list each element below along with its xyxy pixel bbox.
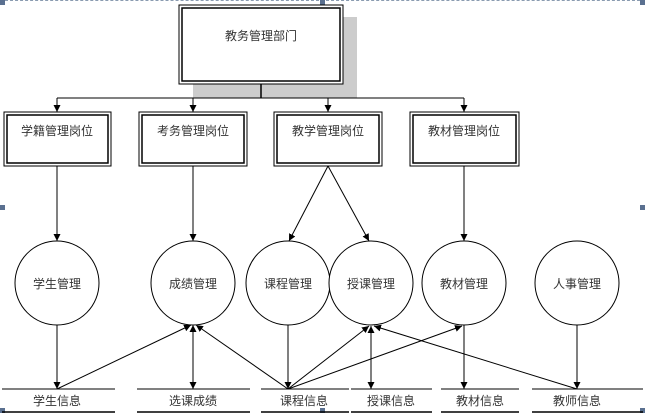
- selection-handle-middle-right[interactable]: [640, 205, 645, 210]
- process-label: 学生管理: [33, 276, 81, 291]
- position-node-3[interactable]: 教学管理岗位: [273, 111, 383, 167]
- position-node-1[interactable]: 学籍管理岗位: [3, 111, 112, 167]
- data-store-3[interactable]: 课程信息: [261, 388, 349, 413]
- data-store-label: 学生信息: [33, 393, 81, 408]
- department-node[interactable]: 教务管理部门: [178, 4, 357, 98]
- edge-p3-c4: [327, 165, 370, 242]
- selection-handle-top-right[interactable]: [640, 0, 645, 5]
- process-node-6[interactable]: 人事管理: [534, 240, 620, 326]
- process-store-edges: [53, 324, 581, 390]
- position-label: 考务管理岗位: [157, 123, 229, 138]
- data-store-label: 选课成绩: [169, 394, 217, 408]
- data-store-5[interactable]: 教材信息: [441, 388, 519, 413]
- process-label: 成绩管理: [169, 276, 217, 291]
- selection-handle-bottom-center[interactable]: [320, 408, 325, 413]
- edge-d3-c2: [195, 324, 289, 390]
- process-node-4[interactable]: 授课管理: [328, 240, 414, 326]
- position-label: 教学管理岗位: [292, 123, 364, 138]
- data-store-4[interactable]: 授课信息: [351, 388, 432, 413]
- selection-handle-top-left[interactable]: [0, 0, 5, 5]
- position-label: 教材管理岗位: [428, 123, 500, 138]
- edge-d3-c5: [287, 325, 463, 390]
- selection-handle-middle-left[interactable]: [0, 205, 5, 210]
- data-store-label: 课程信息: [280, 393, 328, 408]
- process-label: 授课管理: [347, 276, 395, 291]
- edge-d1-c2: [56, 324, 192, 390]
- edge-d6-c4: [373, 324, 578, 390]
- department-connector: [53, 84, 468, 112]
- data-store-6[interactable]: 教师信息: [532, 388, 643, 413]
- selection-handle-top-center[interactable]: [320, 0, 325, 5]
- edge-p3-c3: [288, 165, 329, 242]
- data-store-1[interactable]: 学生信息: [2, 388, 115, 413]
- selection-handle-bottom-right[interactable]: [640, 408, 645, 413]
- selection-handle-bottom-left[interactable]: [0, 408, 5, 413]
- process-node-1[interactable]: 学生管理: [14, 240, 100, 326]
- process-label: 人事管理: [553, 276, 601, 291]
- process-label: 教材管理: [440, 276, 488, 291]
- data-store-label: 教师信息: [553, 393, 601, 408]
- data-store-label: 教材信息: [456, 393, 504, 408]
- process-label: 课程管理: [264, 276, 312, 291]
- process-node-5[interactable]: 教材管理: [421, 240, 507, 326]
- data-store-label: 授课信息: [367, 393, 415, 408]
- position-label: 学籍管理岗位: [21, 123, 93, 138]
- department-label: 教务管理部门: [225, 28, 297, 43]
- process-node-3[interactable]: 课程管理: [245, 240, 331, 326]
- position-node-4[interactable]: 教材管理岗位: [409, 111, 520, 167]
- process-node-2[interactable]: 成绩管理: [150, 240, 236, 326]
- position-process-edges: [53, 165, 468, 242]
- position-node-2[interactable]: 考务管理岗位: [138, 111, 248, 167]
- edge-d3-c4: [287, 325, 370, 390]
- data-store-2[interactable]: 选课成绩: [137, 388, 250, 413]
